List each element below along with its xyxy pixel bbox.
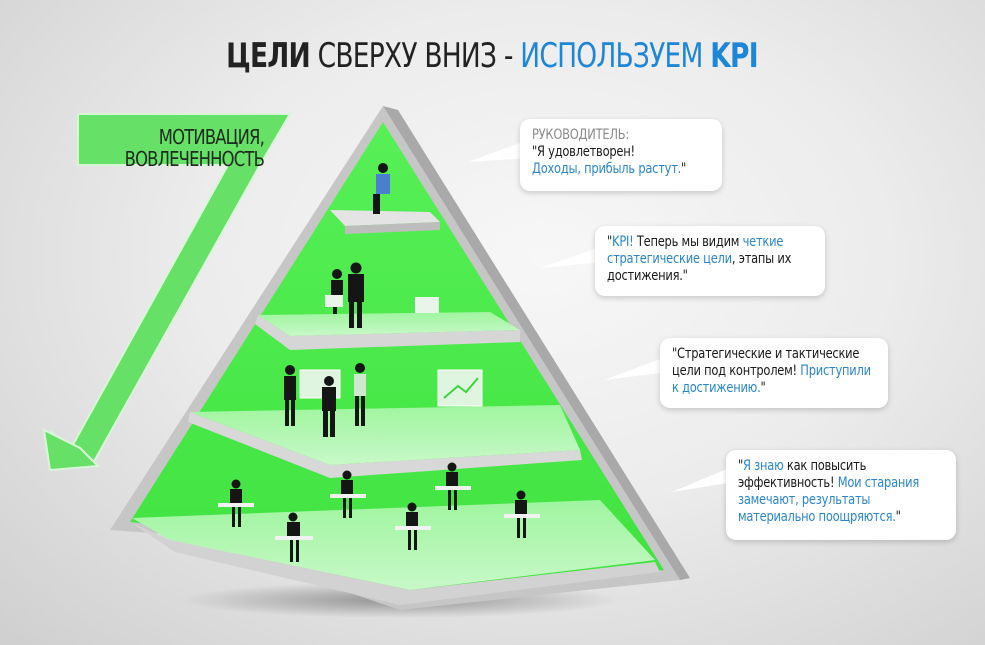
bubble-speaker-label: РУКОВОДИТЕЛЬ: bbox=[532, 127, 630, 143]
bubble-tail bbox=[540, 246, 603, 268]
bubble-text: , этапы их достижения." bbox=[607, 251, 792, 284]
bubble-line: "Я удовлетворен! bbox=[532, 144, 635, 160]
bubble-tail bbox=[672, 466, 734, 492]
bubble-highlight: Доходы, прибыль растут. bbox=[532, 161, 682, 177]
bubble-highlight: Я знаю bbox=[743, 458, 784, 474]
speech-bubble-employee: "Я знаю как повысить эффективность! Мои … bbox=[726, 450, 956, 540]
motivation-line-1: МОТИВАЦИЯ, bbox=[158, 125, 265, 149]
level-1-shelf bbox=[330, 210, 440, 234]
person-icon bbox=[504, 490, 540, 538]
person-icon bbox=[395, 502, 431, 550]
bubble-highlight: четкие стратегические цели bbox=[607, 234, 784, 267]
bubble-tail bbox=[468, 140, 528, 162]
speech-bubble-strategic: "KPI! Теперь мы видим четкие стратегичес… bbox=[595, 226, 825, 296]
title-part-top-down: СВЕРХУ ВНИЗ - bbox=[309, 36, 521, 76]
speech-bubble-manager: РУКОВОДИТЕЛЬ: "Я удовлетворен! Доходы, п… bbox=[520, 119, 722, 191]
person-icon bbox=[354, 363, 366, 426]
bubble-quote-end: " bbox=[895, 509, 901, 525]
bubble-highlight: Приступили к достижению. bbox=[672, 363, 871, 396]
person-icon bbox=[284, 365, 296, 426]
motivation-line-2: ВОВЛЕЧЕННОСТЬ bbox=[124, 147, 265, 171]
bubble-quote-open: " bbox=[738, 458, 744, 474]
person-icon bbox=[330, 470, 366, 518]
person-icon bbox=[322, 376, 336, 437]
bubble-text: "Стратегические и тактические цели под к… bbox=[672, 346, 860, 379]
person-icon bbox=[373, 163, 390, 214]
motivation-arrow bbox=[42, 113, 292, 472]
pyramid-interior bbox=[130, 122, 664, 596]
title-part-goals: ЦЕЛИ bbox=[226, 36, 311, 76]
level-2-shelf bbox=[255, 312, 520, 350]
people-silhouettes bbox=[218, 163, 540, 562]
person-icon bbox=[275, 512, 313, 562]
bubble-quote-end: " bbox=[681, 161, 687, 177]
title-part-using: ИСПОЛЬЗУЕМ bbox=[520, 36, 711, 76]
bubble-quote-end: " bbox=[760, 380, 766, 396]
person-icon bbox=[218, 479, 254, 527]
person-icon bbox=[435, 462, 471, 510]
bubble-highlight: KPI! bbox=[612, 234, 634, 250]
arrow-head-icon bbox=[42, 428, 101, 472]
motivation-label: МОТИВАЦИЯ, ВОВЛЕЧЕННОСТЬ bbox=[115, 125, 265, 171]
page-title: ЦЕЛИ СВЕРХУ ВНИЗ - ИСПОЛЬЗУЕМ KPI bbox=[108, 36, 876, 76]
bubble-text: Теперь мы видим bbox=[633, 234, 743, 250]
bubble-highlight: Мои старания замечают, результаты матери… bbox=[738, 475, 920, 525]
bubble-text: как повысить эффективность! bbox=[738, 458, 867, 491]
person-icon bbox=[348, 262, 364, 328]
bubble-tail bbox=[604, 356, 668, 380]
speech-bubble-tactical: "Стратегические и тактические цели под к… bbox=[660, 338, 888, 408]
bubble-quote-open: " bbox=[607, 234, 613, 250]
title-part-kpi: KPI bbox=[710, 36, 758, 76]
